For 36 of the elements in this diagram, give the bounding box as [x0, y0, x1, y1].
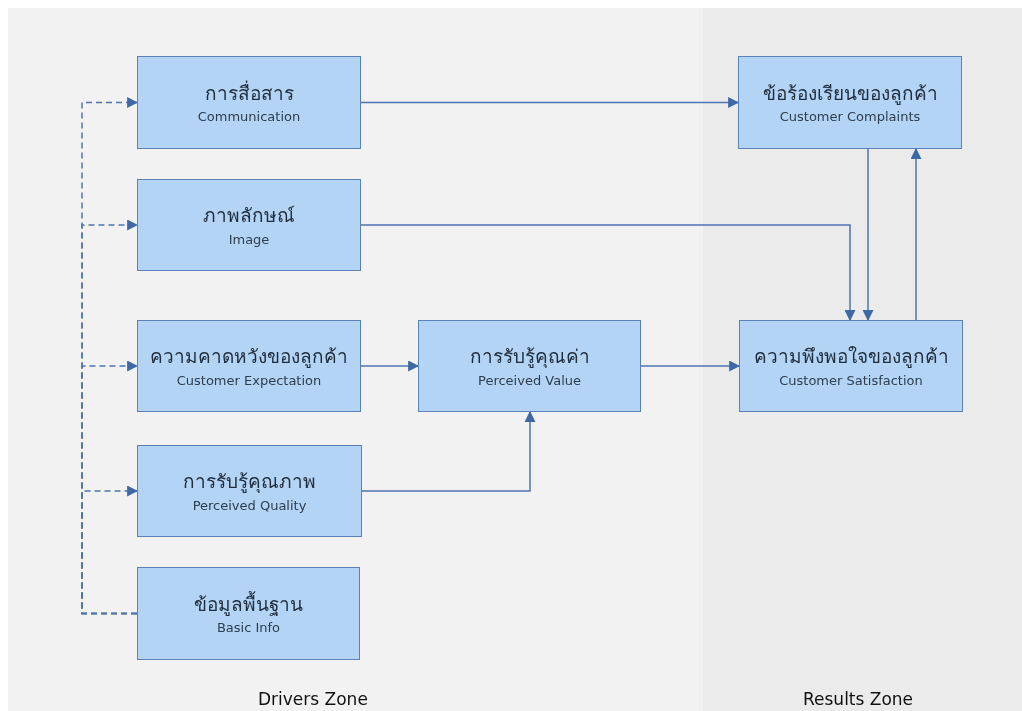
node-title: ภาพลักษณ์ [203, 203, 295, 228]
process-box [137, 56, 361, 149]
process-box [137, 445, 362, 537]
process-box [137, 320, 361, 412]
zone-label: Results Zone [803, 689, 914, 709]
process-box [137, 567, 360, 660]
zone-band [8, 8, 703, 711]
process-box [418, 320, 641, 412]
node-title: ความพึงพอใจของลูกค้า [753, 344, 949, 369]
zone-label: Drivers Zone [258, 689, 368, 709]
node-title: การรับรู้คุณค่า [469, 344, 590, 369]
node-title: ความคาดหวังของลูกค้า [150, 344, 348, 369]
node-title: การสื่อสาร [204, 80, 294, 106]
arrow [361, 410, 536, 492]
node-title: ข้อมูลพื้นฐาน [194, 591, 303, 617]
node-subtitle: Perceived Quality [192, 497, 307, 513]
node-title: ข้อร้องเรียนของลูกค้า [762, 80, 938, 106]
arrow [360, 224, 856, 322]
process-box [137, 179, 361, 271]
node-title: การรับรู้คุณภาพ [183, 469, 316, 494]
node-subtitle: Customer Satisfaction [779, 372, 923, 388]
node-subtitle: Customer Complaints [779, 109, 921, 125]
arrow [360, 360, 420, 372]
arrow [910, 147, 922, 321]
node-subtitle: Communication [197, 109, 301, 125]
process-box [738, 56, 962, 149]
arrow [360, 97, 740, 108]
zone-band [703, 8, 1022, 711]
node-subtitle: Customer Expectation [176, 372, 322, 388]
node-subtitle: Perceived Value [478, 372, 581, 388]
process-box [739, 320, 963, 412]
arrow [862, 148, 874, 322]
node-subtitle: Basic Info [216, 620, 281, 636]
arrow [640, 360, 741, 372]
dashed-arrow [81, 485, 139, 615]
node-subtitle: Image [228, 231, 270, 247]
